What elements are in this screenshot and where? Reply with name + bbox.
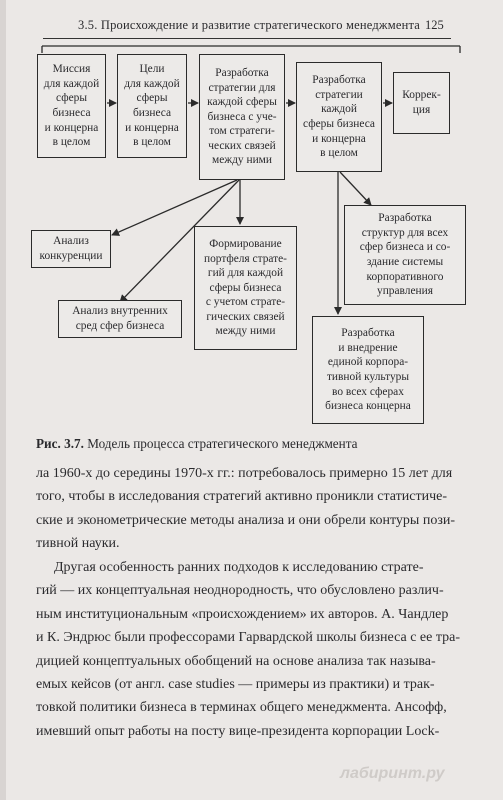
box-structures: Разработка структур для всех сфер бизнес… <box>344 205 466 305</box>
box-portfolio: Формирование портфеля страте- гий для ка… <box>194 226 297 350</box>
box-mission: Миссия для каждой сферы бизнеса и концер… <box>37 54 106 158</box>
page-number: 125 <box>425 18 444 32</box>
diagram-connectors <box>41 45 461 315</box>
caption-label: Рис. 3.7. <box>36 436 84 451</box>
figure-caption: Рис. 3.7. Модель процесса стратегическог… <box>36 436 357 452</box>
caption-text: Модель процесса стратегического менеджме… <box>87 436 358 451</box>
header-title: 3.5. Происхождение и развитие стратегиче… <box>78 18 421 32</box>
paragraph-2: Другая особенность ранних подходов к исс… <box>36 556 480 743</box>
text-line: ские и эконометрические методы анализа и… <box>36 512 456 528</box>
header-rule <box>43 38 451 39</box>
box-goals: Цели для каждой сферы бизнеса и концерна… <box>117 54 187 158</box>
paragraph-1: ла 1960-х до середины 1970-х гг.: потреб… <box>36 462 480 556</box>
box-culture: Разработка и внедрение единой корпора- т… <box>312 316 424 424</box>
text-line: ным институциональным «происхождением» и… <box>36 606 449 622</box>
box-internal-analysis: Анализ внутренних сред сфер бизнеса <box>58 300 182 338</box>
text-line: ла 1960-х до середины 1970-х гг.: потреб… <box>36 466 453 481</box>
text-line: и К. Эндрюс были профессорами Гарвардско… <box>36 630 461 646</box>
box-competition: Анализ конкуренции <box>31 230 111 268</box>
watermark: лабиринт.ру <box>340 765 445 782</box>
arrow-to-structures <box>339 171 372 206</box>
text-line: того, чтобы в исследования стратегий акт… <box>36 489 447 505</box>
text-line: гий — их концептуальная неоднородность, … <box>36 583 444 599</box>
page-edge <box>0 0 6 800</box>
text-line: Другая особенность ранних подходов к исс… <box>54 560 424 575</box>
arrow-to-competition <box>111 179 238 236</box>
text-line: дицией концептуальных обобщений на основ… <box>36 653 436 669</box>
box-correction: Коррек- ция <box>393 72 450 134</box>
text-line: емых кейсов (от англ. case studies — при… <box>36 677 435 693</box>
box-strategy-each: Разработка стратегии для каждой сферы би… <box>199 54 285 180</box>
text-line: тивной науки. <box>36 536 120 552</box>
box-strategy-concern: Разработка стратегии каждой сферы бизнес… <box>296 62 382 172</box>
text-line: товкой политики бизнеса в терминах общег… <box>36 700 447 716</box>
text-line: имевший опыт работы на посту вице-презид… <box>36 723 440 739</box>
arrow-to-internal <box>119 179 240 303</box>
running-header: 3.5. Происхождение и развитие стратегиче… <box>43 14 451 40</box>
